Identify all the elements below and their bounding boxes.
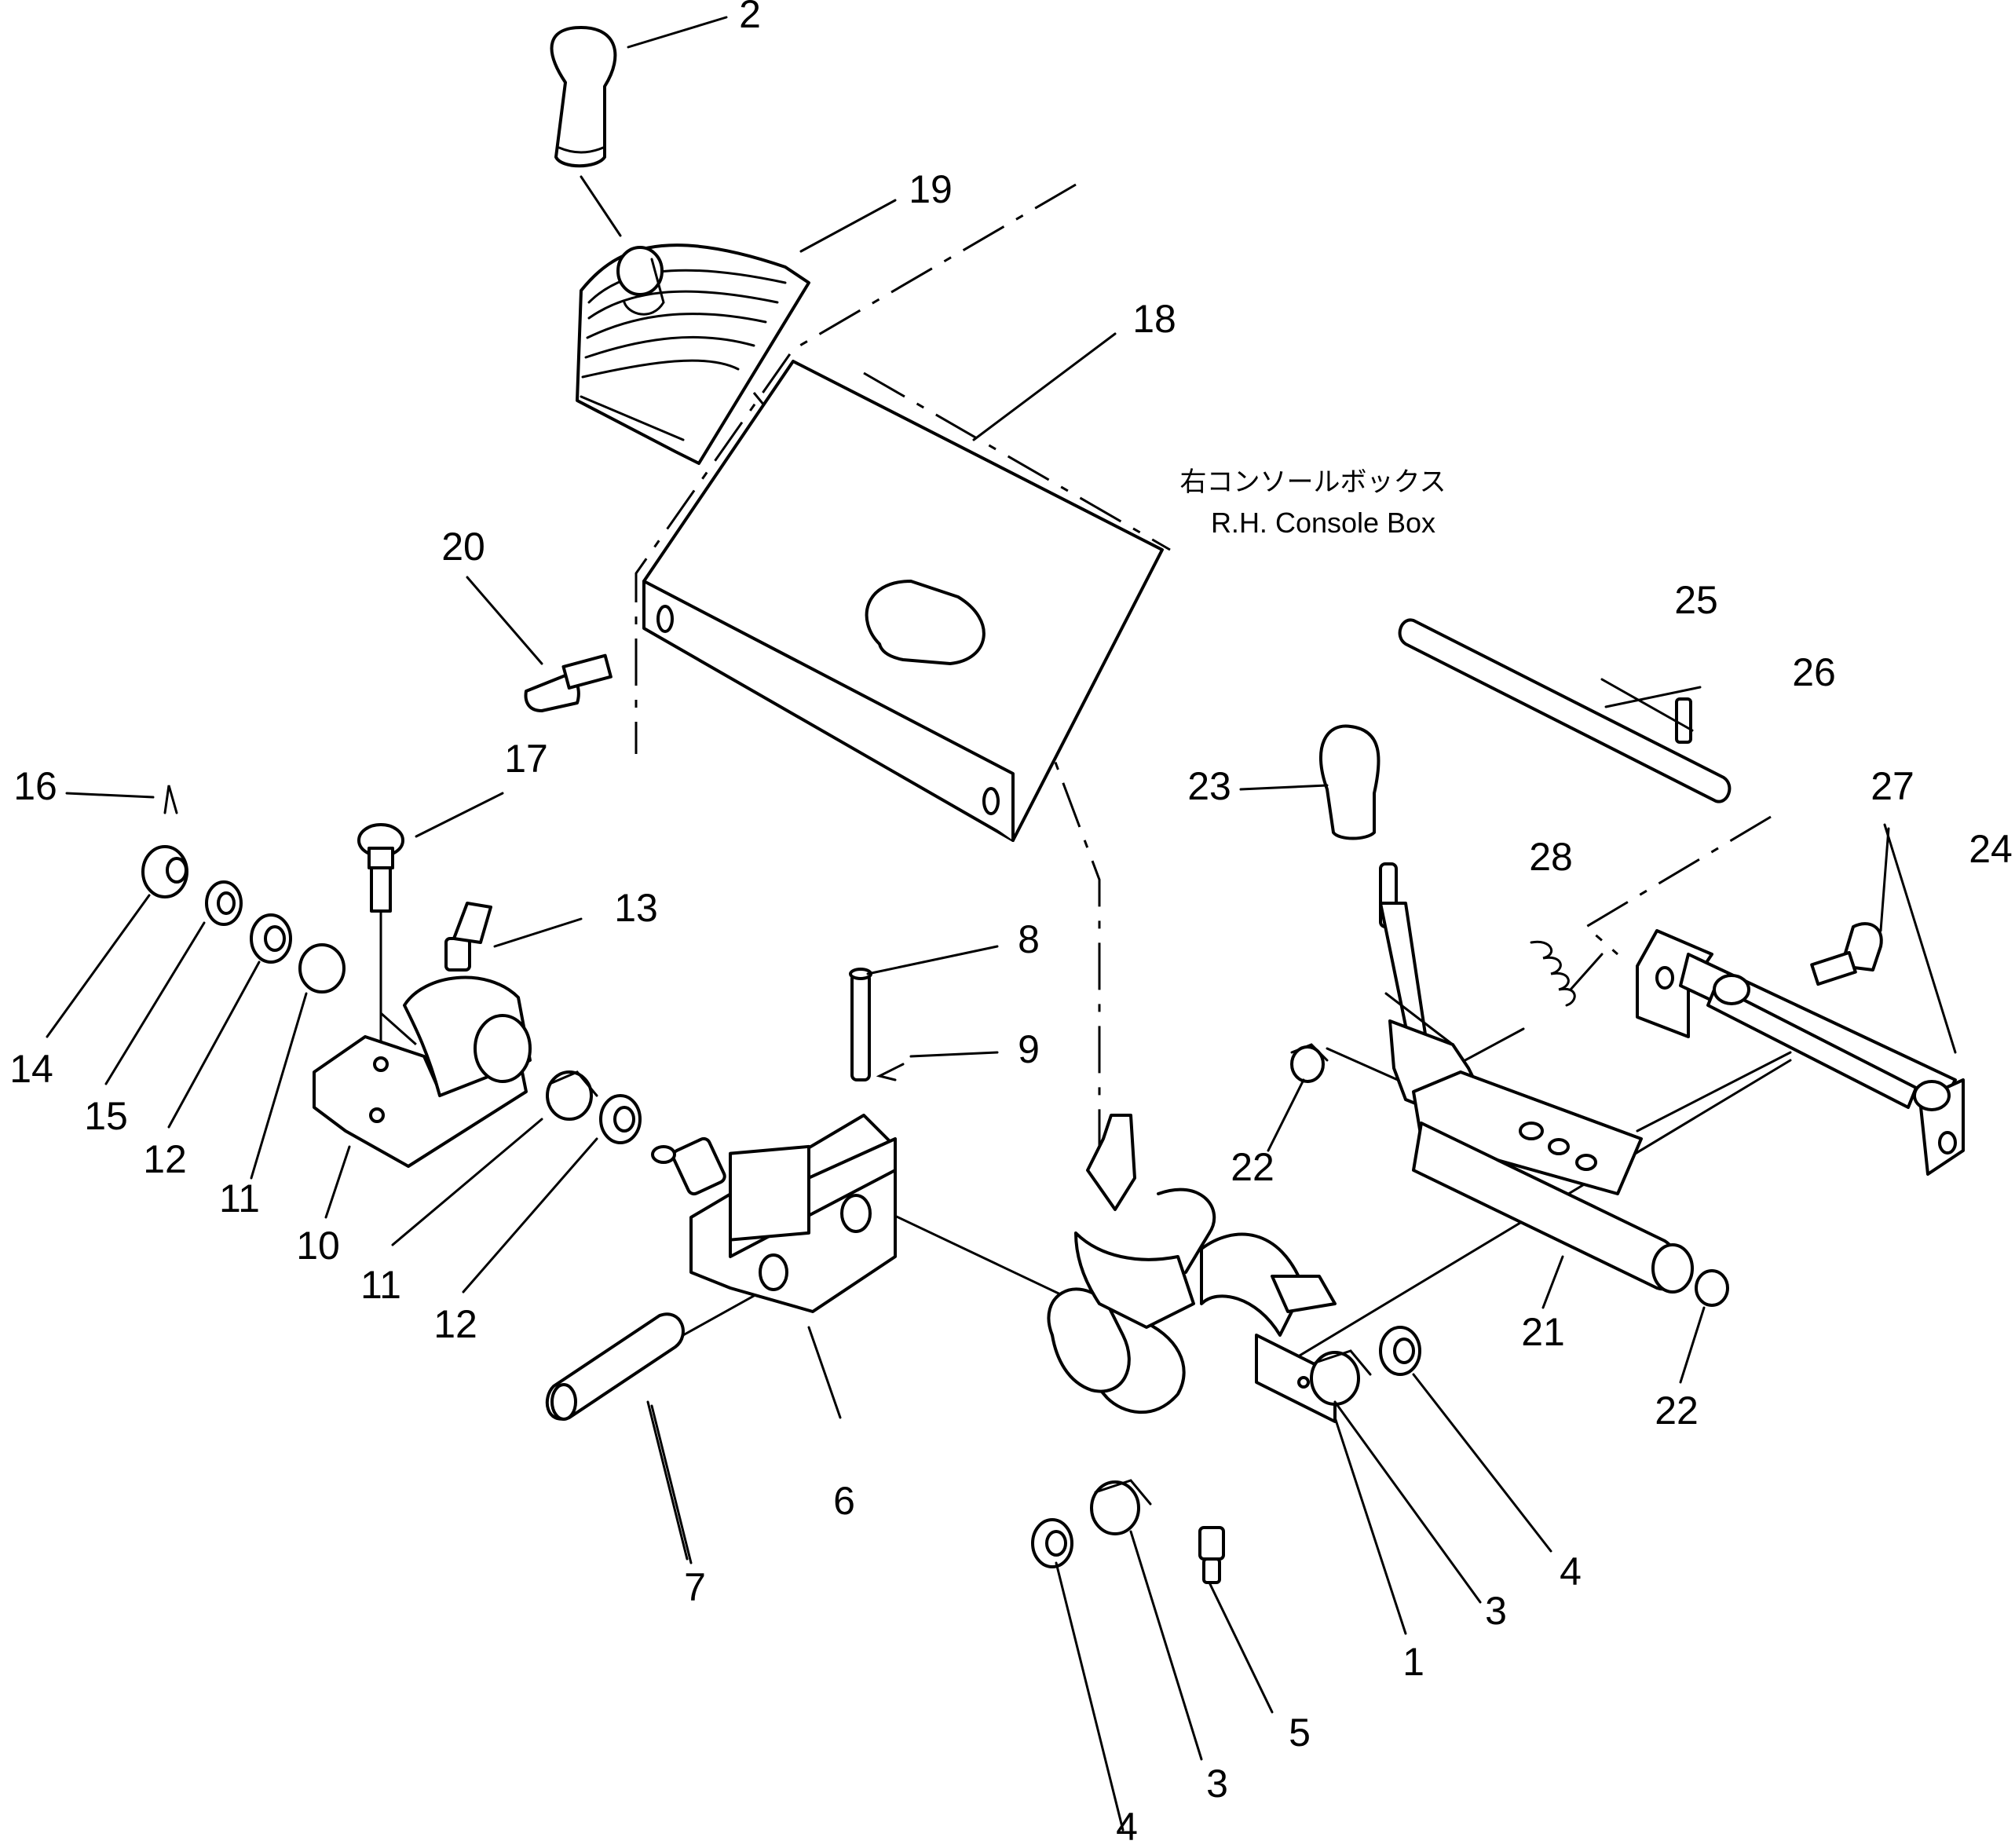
callout-5: 5 (1289, 1711, 1311, 1755)
lever-part-1 (1047, 1114, 1337, 1423)
bushing-part-22-upper (1290, 1043, 1329, 1083)
callout-3-lower: 3 (1206, 1762, 1228, 1806)
callout-18: 18 (1132, 297, 1176, 341)
rod-part-25 (1398, 618, 1732, 803)
seal-part-12-center (599, 1094, 642, 1144)
bushing-part-22-lower (1695, 1269, 1729, 1307)
callout-25: 25 (1674, 578, 1718, 622)
callout-6: 6 (833, 1479, 855, 1523)
washer-part-15 (205, 880, 243, 926)
callout-27: 27 (1871, 764, 1914, 808)
callout-8: 8 (1018, 917, 1040, 961)
callout-9: 9 (1018, 1027, 1040, 1071)
seal-part-12-left (250, 913, 292, 964)
callout-22-lower: 22 (1655, 1389, 1699, 1433)
spring-part-28 (1530, 940, 1576, 1007)
callout-4-lower: 4 (1116, 1805, 1138, 1848)
callout-12-left: 12 (143, 1137, 187, 1181)
callout-24: 24 (1969, 827, 2013, 871)
callout-21: 21 (1521, 1310, 1565, 1354)
pin-part-7 (545, 1312, 685, 1421)
callout-2: 2 (739, 0, 761, 36)
bushing-part-11-left (298, 943, 346, 994)
knob-part-23 (1319, 724, 1381, 840)
callout-23: 23 (1187, 764, 1231, 808)
callout-3-upper: 3 (1485, 1589, 1507, 1633)
knob-part-2 (550, 26, 617, 168)
callout-numbers: 2 19 18 20 17 16 13 14 15 12 11 10 11 12… (9, 0, 2013, 1848)
callout-11-center: 11 (360, 1263, 401, 1307)
callout-26: 26 (1792, 650, 1836, 694)
callout-1: 1 (1402, 1640, 1424, 1684)
callout-20: 20 (441, 525, 485, 569)
boot-part-19 (576, 243, 810, 465)
callout-14: 14 (9, 1047, 53, 1091)
bolt-part-27 (1810, 922, 1883, 986)
bolt-part-20 (524, 653, 613, 712)
leader-lines (46, 16, 1957, 1832)
console-box-label: 右コンソールボックス R.H. Console Box (1180, 467, 1446, 539)
cotter-pin-part-16 (163, 785, 178, 814)
callout-22-upper: 22 (1231, 1145, 1274, 1189)
bushing-part-3-lower (1090, 1479, 1152, 1535)
callout-10: 10 (296, 1224, 340, 1268)
callout-12-center: 12 (433, 1302, 477, 1346)
bushing-part-11-center (546, 1070, 598, 1121)
bracket-part-24 (1636, 929, 1965, 1176)
callout-28: 28 (1529, 835, 1573, 879)
bracket-part-10 (313, 975, 532, 1168)
callout-16: 16 (13, 764, 57, 808)
cotter-part-9 (876, 1063, 905, 1081)
bushing-part-3-upper (1310, 1349, 1372, 1406)
nut-part-14 (141, 845, 188, 898)
grease-fitting-part-13 (444, 902, 492, 972)
callout-11-left: 11 (219, 1176, 260, 1220)
seal-part-4-upper (1379, 1326, 1421, 1376)
seal-part-4-lower (1031, 1518, 1073, 1568)
grease-fitting-part-5 (1198, 1526, 1225, 1584)
lever-part-21 (1379, 862, 1694, 1294)
callout-13: 13 (614, 886, 658, 930)
console-label-en: R.H. Console Box (1211, 507, 1435, 539)
callout-4-upper: 4 (1560, 1550, 1582, 1594)
pin-part-26 (1675, 697, 1692, 744)
callout-17: 17 (504, 737, 548, 781)
callout-15: 15 (84, 1094, 128, 1138)
callout-7: 7 (684, 1565, 706, 1609)
pin-part-8 (849, 968, 872, 1081)
lever-bracket-part-6 (651, 1114, 897, 1313)
bolt-part-17 (357, 823, 404, 913)
callout-19: 19 (909, 167, 953, 211)
console-plate-part-18 (642, 360, 1164, 842)
console-label-jp: 右コンソールボックス (1180, 467, 1446, 498)
